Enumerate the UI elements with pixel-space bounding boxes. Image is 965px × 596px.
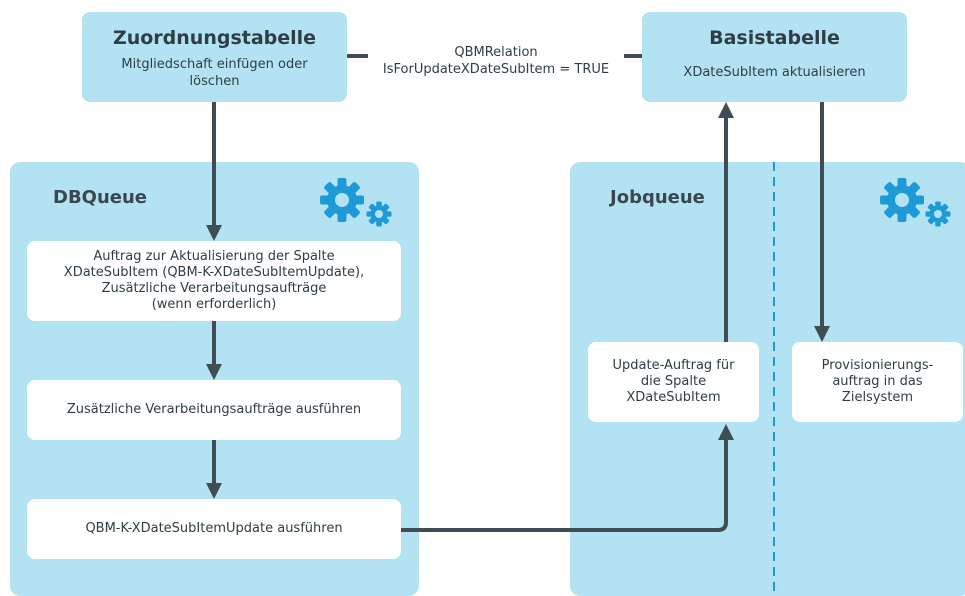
relation-condition: IsForUpdateXDateSubItem = TRUE <box>382 62 610 77</box>
relation-name: QBMRelation <box>446 44 546 61</box>
assoc-table-title: Zuordnungstabelle <box>112 27 317 49</box>
gears-icon <box>320 178 392 227</box>
assoc-table-subtitle: Mitgliedschaft einfügen oder löschen <box>121 57 308 89</box>
base-table-title: Basistabelle <box>709 27 840 49</box>
arrow-step3-to-update-job <box>401 424 734 532</box>
jobqueue-update-job: Update-Auftrag für die Spalte XDateSubIt… <box>588 342 759 422</box>
dbqueue-step-run-additional: Zusätzliche Verarbeitungsaufträge ausfüh… <box>27 380 401 440</box>
jobqueue-title: Jobqueue <box>610 187 705 208</box>
relation-label: QBMRelation IsForUpdateXDateSubItem = TR… <box>368 44 624 78</box>
base-table-subtitle: XDateSubItem aktualisieren <box>683 65 866 80</box>
jobqueue-provisioning-job: Provisionierungs- auftrag in das Zielsys… <box>792 342 963 422</box>
gears-icon <box>880 178 951 227</box>
dbqueue-title: DBQueue <box>53 187 148 208</box>
dbqueue-step-update-order: Auftrag zur Aktualisierung der Spalte XD… <box>27 241 401 321</box>
base-table-box: Basistabelle XDateSubItem aktualisieren <box>642 12 907 102</box>
assoc-table-box: Zuordnungstabelle Mitgliedschaft einfüge… <box>82 12 347 102</box>
dbqueue-step-run-update: QBM-K-XDateSubItemUpdate ausführen <box>27 499 401 559</box>
